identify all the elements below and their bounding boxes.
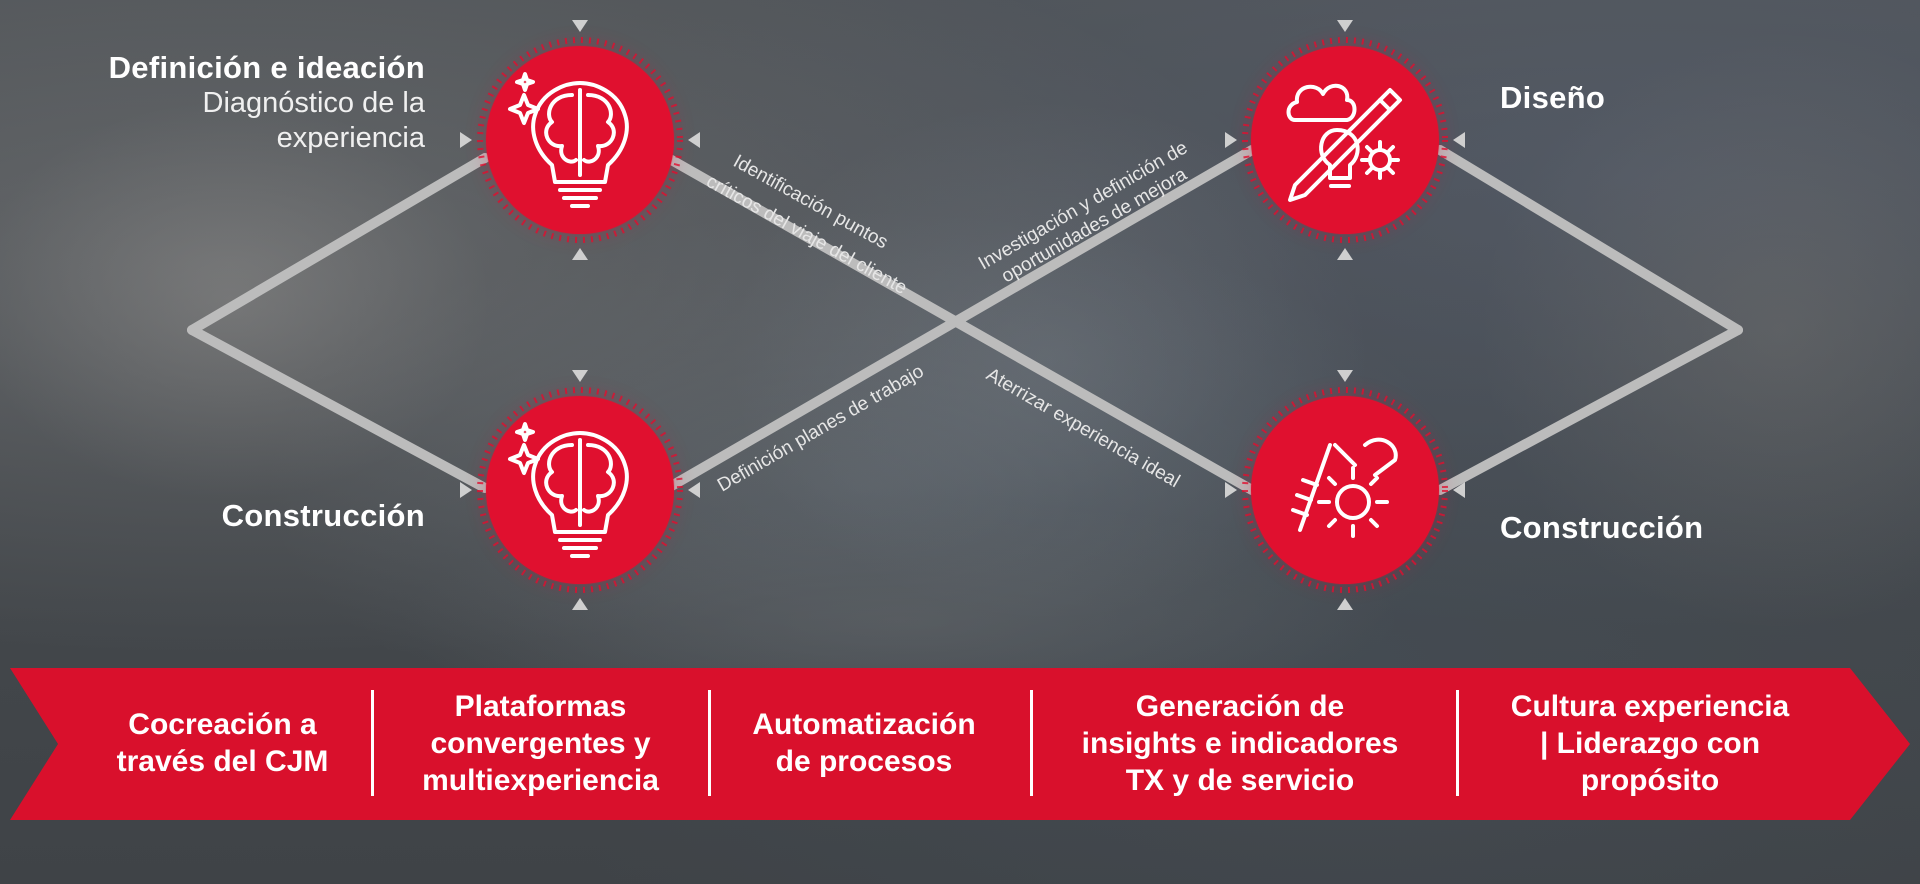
banner-divider <box>1030 690 1033 796</box>
node-subtitle-line: experiencia <box>276 122 425 154</box>
node-subtitle-line: Diagnóstico de la <box>202 87 425 119</box>
connector-line <box>1435 145 1743 335</box>
banner-divider <box>1456 690 1459 796</box>
node-title: Construcción <box>1500 510 1704 545</box>
pillars-banner <box>0 664 1920 824</box>
node-title: Diseño <box>1500 80 1606 115</box>
node-title: Construcción <box>221 498 425 533</box>
node-con-right <box>1225 370 1465 610</box>
connector-line <box>663 145 1257 493</box>
banner-divider <box>708 690 711 796</box>
connector-line <box>1435 325 1743 495</box>
banner-shape <box>10 668 1910 820</box>
node-con-left <box>460 370 700 610</box>
connector-line <box>187 153 490 335</box>
brain-bulb-icon <box>508 72 629 208</box>
connector-line <box>187 325 490 493</box>
brain-bulb-icon <box>508 422 629 558</box>
design-pencil-gear-icon <box>1286 83 1402 202</box>
node-def <box>460 20 700 260</box>
node-dis <box>1225 20 1465 260</box>
node-title: Definición e ideación <box>108 50 425 85</box>
banner-divider <box>371 690 374 796</box>
tools-gear-icon <box>1291 437 1398 538</box>
connector-lines <box>187 145 1743 495</box>
node-label-def: Definición e ideación Diagnóstico de la … <box>0 50 425 156</box>
edge-label: Definición planes de trabajo <box>714 361 928 496</box>
